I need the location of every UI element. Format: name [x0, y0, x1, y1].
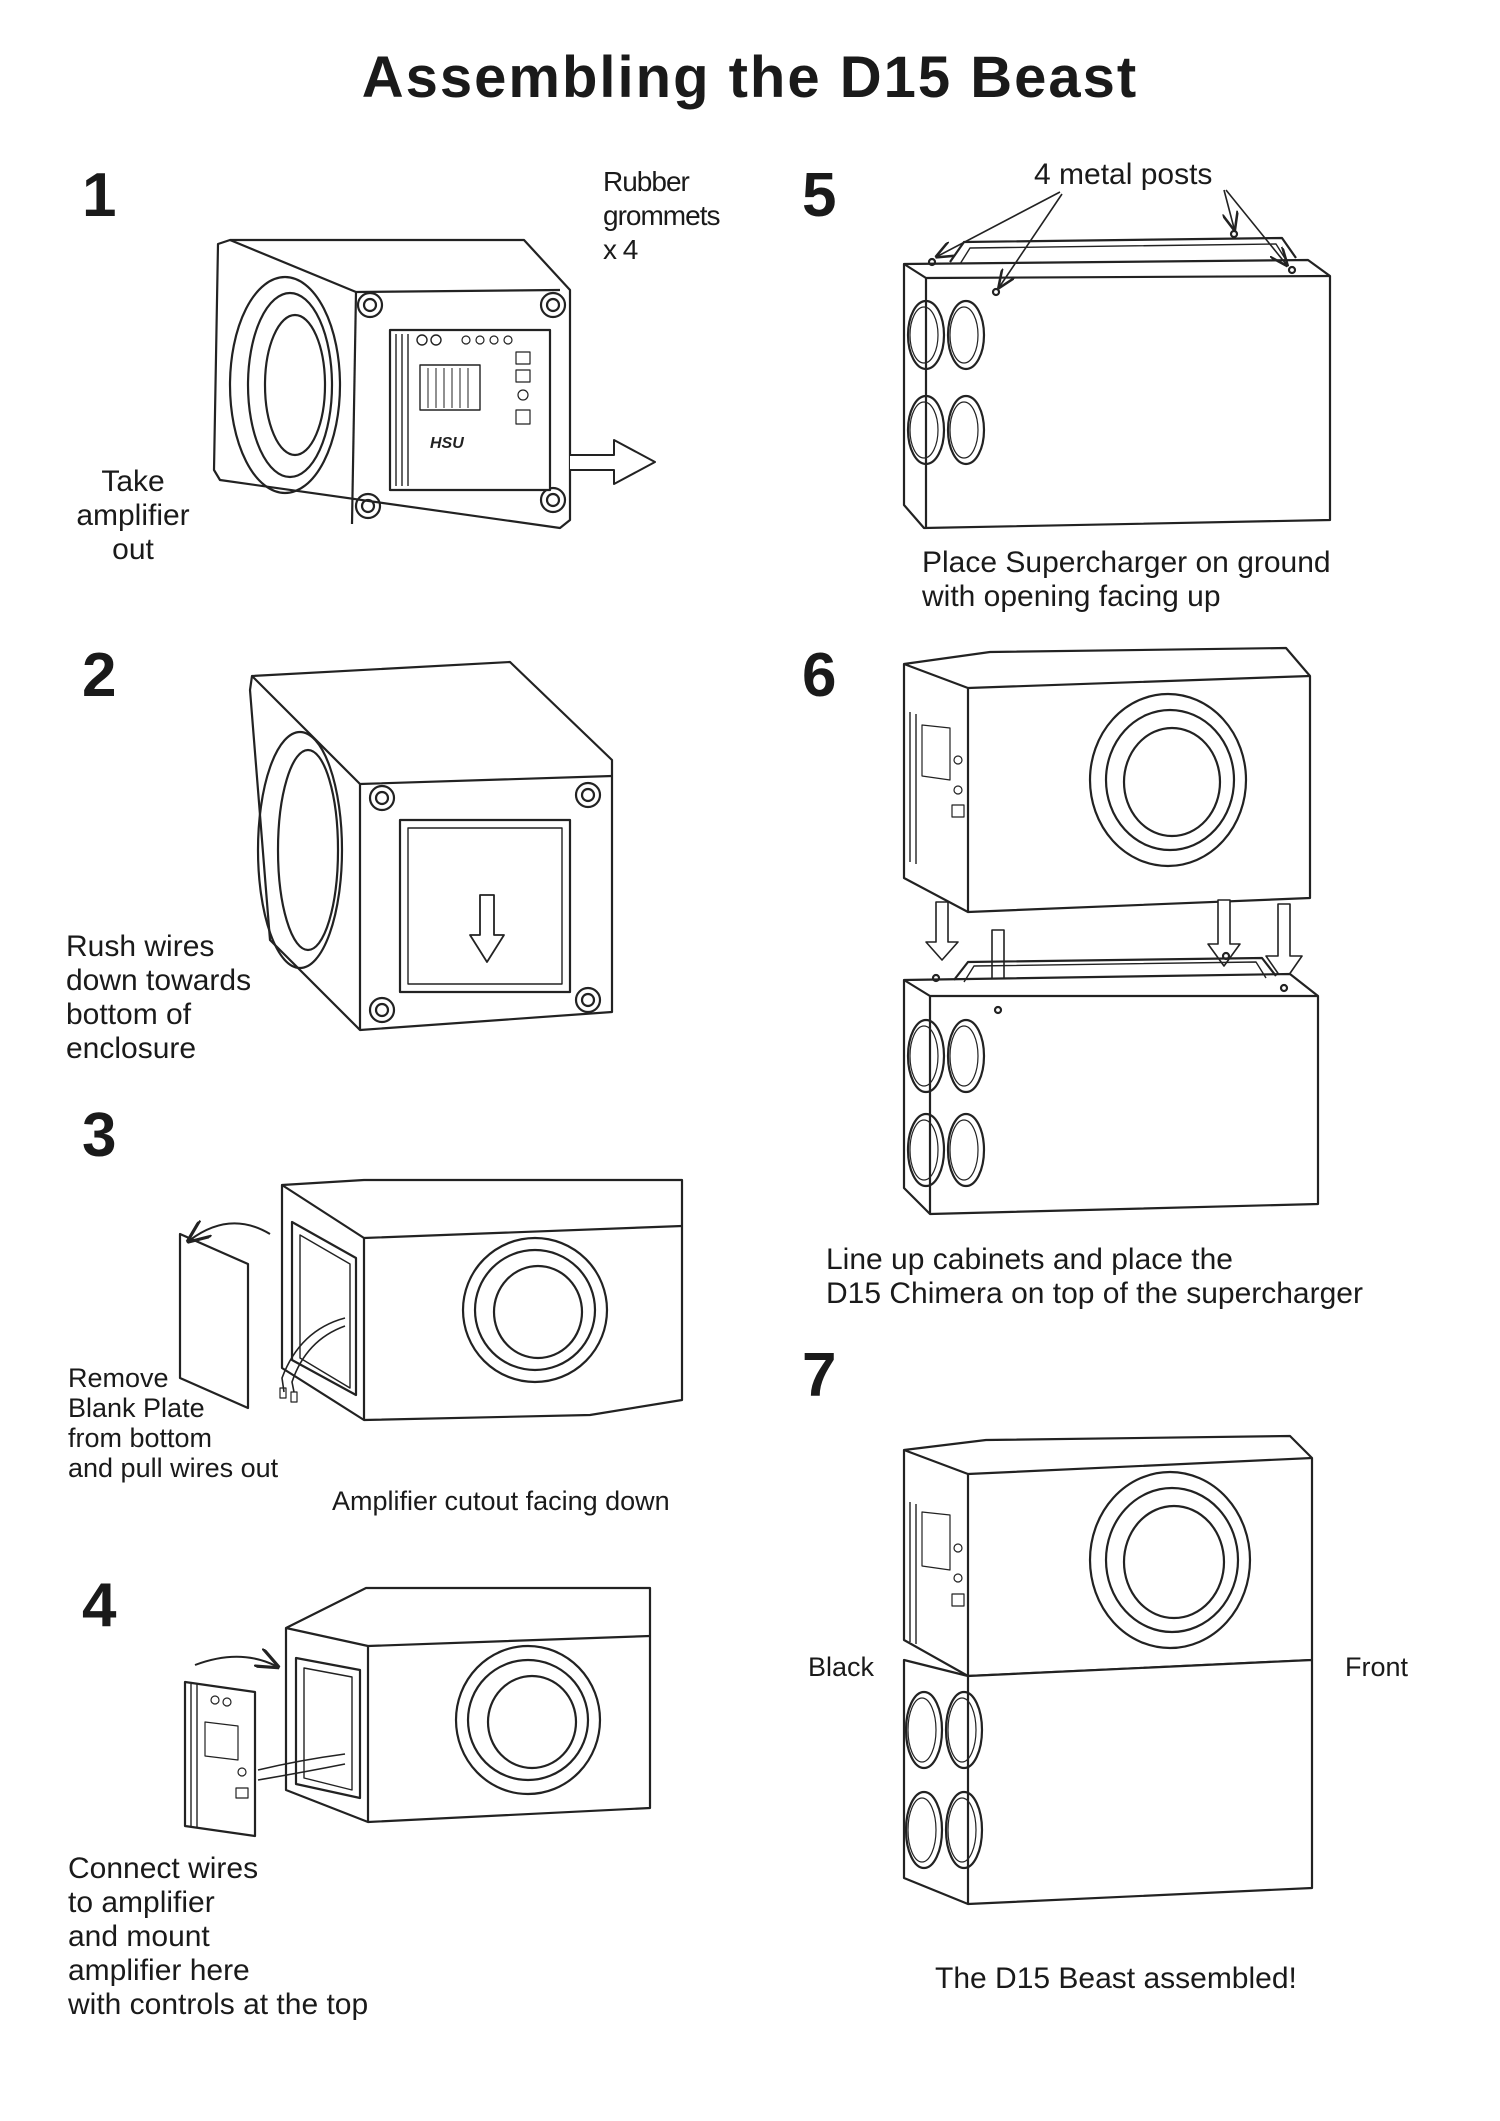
step-1-number: 1	[82, 161, 117, 230]
step-7-right-label: Front	[1345, 1652, 1409, 1682]
step-3-number: 3	[82, 1101, 117, 1170]
step-3-caption: Remove Blank Plate from bottom and pull …	[68, 1363, 279, 1483]
step-3-cabinet-illustration	[178, 1178, 684, 1422]
step-5-note: 4 metal posts	[1034, 158, 1213, 191]
step-2-cabinet-illustration	[248, 660, 614, 1032]
step-5-cabinet-illustration	[902, 189, 1332, 530]
step-5-number: 5	[802, 161, 837, 230]
step-4-caption: Connect wires to amplifier and mount amp…	[68, 1852, 369, 2021]
step-2-caption: Rush wires down towards bottom of enclos…	[66, 930, 252, 1065]
step-5-caption: Place Supercharger on ground with openin…	[922, 546, 1331, 613]
step-7-left-label: Black	[808, 1652, 875, 1682]
step-1-note: Rubber grommets x 4	[603, 166, 720, 265]
page-title: Assembling the D15 Beast	[361, 45, 1139, 110]
step-1-cabinet-illustration: HSU	[212, 238, 656, 530]
step-4-cabinet-illustration	[183, 1586, 652, 1838]
step-7-number: 7	[802, 1341, 837, 1410]
step-1-amp-logo: HSU	[430, 435, 464, 452]
step-7-assembled-illustration	[902, 1434, 1314, 1906]
step-6-caption: Line up cabinets and place the D15 Chime…	[826, 1243, 1363, 1310]
step-6-number: 6	[802, 641, 837, 710]
step-1-caption: Take amplifier out	[76, 465, 190, 566]
step-3-note: Amplifier cutout facing down	[332, 1486, 670, 1516]
step-6-supercharger-illustration	[902, 951, 1320, 1216]
step-4-number: 4	[82, 1571, 117, 1640]
step-7-caption: The D15 Beast assembled!	[935, 1962, 1297, 1995]
step-2-number: 2	[82, 641, 117, 710]
